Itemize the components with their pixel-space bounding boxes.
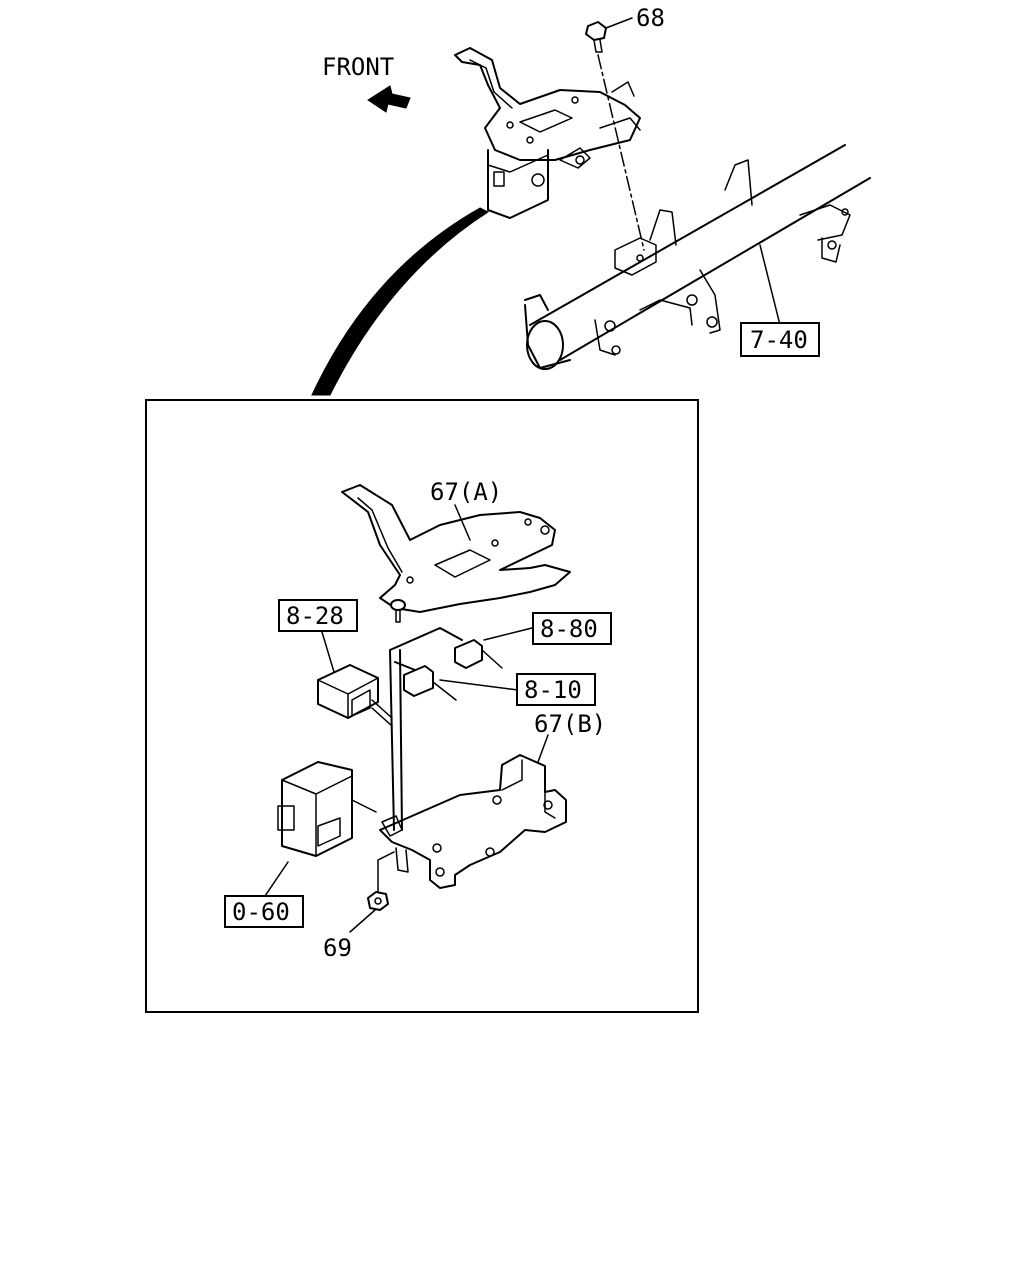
callout-8-10: 8-10 bbox=[524, 676, 582, 704]
cross-car-beam bbox=[524, 144, 871, 370]
callout-67b: 67(B) bbox=[534, 710, 606, 738]
relay-8-28 bbox=[317, 664, 393, 727]
front-arrow-icon bbox=[367, 85, 411, 113]
callout-8-80: 8-80 bbox=[540, 615, 598, 643]
callout-8-28: 8-28 bbox=[286, 602, 344, 630]
callout-67a: 67(A) bbox=[430, 478, 502, 506]
screw-icon bbox=[390, 599, 406, 623]
connector-8-80 bbox=[454, 639, 503, 669]
detail-frame bbox=[145, 399, 699, 1013]
connector-8-10 bbox=[403, 665, 457, 701]
callout-69: 69 bbox=[323, 934, 352, 962]
bolt-68-icon bbox=[585, 21, 607, 53]
ref-0-60-box bbox=[224, 895, 304, 928]
ref-8-10-box bbox=[516, 673, 596, 706]
callout-0-60: 0-60 bbox=[232, 898, 290, 926]
callout-7-40: 7-40 bbox=[750, 326, 808, 354]
nut-69-icon bbox=[367, 851, 395, 911]
detail-pointer-arrow bbox=[311, 207, 490, 396]
bracket-67a bbox=[341, 484, 571, 613]
callout-68: 68 bbox=[636, 4, 665, 32]
ref-8-28-box bbox=[278, 599, 358, 632]
ref-8-80-box bbox=[532, 612, 612, 645]
upper-bracket-assembly bbox=[454, 47, 641, 219]
frame-ref-box bbox=[740, 322, 820, 357]
control-unit-0-60 bbox=[277, 761, 377, 857]
wiring-harness bbox=[389, 627, 463, 831]
front-label: FRONT bbox=[322, 53, 394, 81]
bracket-67b bbox=[379, 754, 567, 889]
